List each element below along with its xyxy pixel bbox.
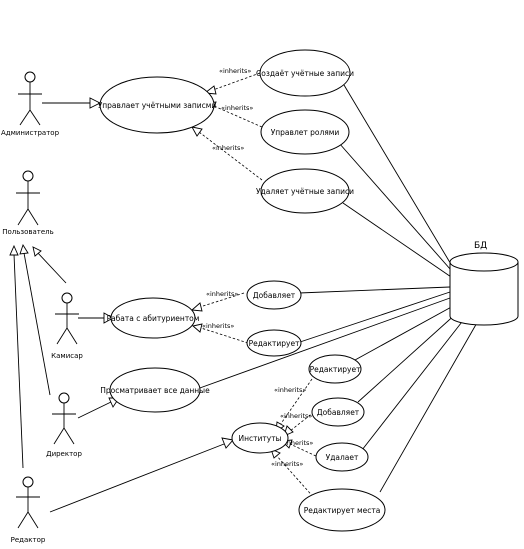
use-case-institutes[interactable]: Институты — [231, 422, 289, 454]
use-case-work-with-applicant[interactable]: Рабата с абитуриентом — [107, 297, 200, 339]
use-case-label: Удалает — [326, 453, 359, 462]
stereotype-label: «inherits» — [280, 412, 312, 420]
database-label: БД — [474, 241, 487, 251]
actor-label: Редактор — [11, 536, 46, 544]
actor-user[interactable]: Пользователь — [2, 170, 54, 236]
actor-director[interactable]: Директор — [46, 392, 82, 458]
stereotype-label: «inherits» — [219, 67, 251, 75]
stereotype-label: «inherits» — [202, 322, 234, 330]
use-case-label: Добавляет — [253, 291, 296, 300]
database-cylinder[interactable]: БД — [449, 241, 519, 326]
use-case-edit-places[interactable]: Редактирует места — [298, 488, 386, 532]
stereotype-label: «inherits» — [271, 460, 303, 468]
use-case-manage-accounts[interactable]: Управлает учётными записми — [98, 76, 217, 134]
database-associations — [196, 84, 479, 493]
use-case-label: Удаляет учётные записи — [256, 187, 354, 196]
stereotype-label: «inherits» — [221, 104, 253, 112]
use-case-add-applicant[interactable]: Добавляет — [246, 280, 302, 310]
stereotype-labels: «inherits» «inherits» «inherits» «inheri… — [202, 67, 313, 468]
stereotype-label: «inherits» — [212, 144, 244, 152]
actor-label: Директор — [46, 450, 82, 458]
include-relationships — [190, 72, 317, 501]
use-case-label: Редактирует места — [304, 506, 381, 515]
use-case-label: Просматривает все данные — [100, 386, 210, 395]
actor-associations — [42, 97, 234, 513]
use-case-delete-accounts[interactable]: Удаляет учётные записи — [256, 168, 354, 214]
use-case-edit-applicant[interactable]: Редактирует — [246, 329, 302, 357]
use-case-label: Добавляет — [317, 408, 360, 417]
actor-editor[interactable]: Редактор — [11, 476, 46, 544]
use-case-label: Создаёт учётные записи — [256, 69, 354, 78]
use-case-label: Рабата с абитуриентом — [107, 314, 200, 323]
actor-label: Администратор — [1, 129, 60, 137]
actor-label: Камисар — [51, 352, 83, 360]
stereotype-label: «inherits» — [274, 386, 306, 394]
actor-commissar[interactable]: Камисар — [51, 292, 83, 360]
use-case-label: Управлает учётными записми — [98, 101, 217, 110]
use-case-edit-institute[interactable]: Редактирует — [308, 354, 362, 384]
use-case-view-all-data[interactable]: Просматривает все данные — [100, 367, 210, 413]
actor-administrator[interactable]: Администратор — [1, 71, 60, 137]
use-case-delete-institute[interactable]: Удалает — [315, 442, 369, 472]
use-case-label: Редактирует — [249, 339, 301, 348]
use-case-label: Институты — [239, 434, 282, 443]
stereotype-label: «inherits» — [281, 439, 313, 447]
use-case-add-institute[interactable]: Добавляет — [311, 397, 365, 427]
actor-generalizations — [9, 243, 67, 469]
use-case-create-accounts[interactable]: Создаёт учётные записи — [256, 49, 354, 97]
actor-label: Пользователь — [2, 228, 54, 236]
use-case-label: Редактирует — [310, 365, 362, 374]
stereotype-label: «inherits» — [206, 290, 238, 298]
use-case-label: Управлет ролями — [271, 128, 340, 137]
use-case-manage-roles[interactable]: Управлет ролями — [260, 109, 350, 155]
